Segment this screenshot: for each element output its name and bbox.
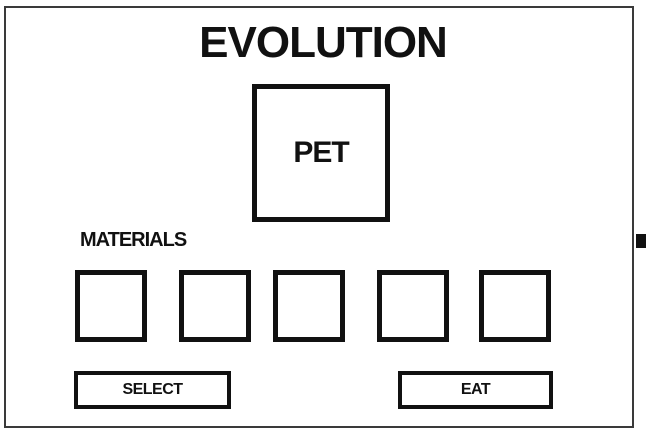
- material-slot-1[interactable]: [75, 270, 147, 342]
- material-slot-4[interactable]: [377, 270, 449, 342]
- eat-button[interactable]: EAT: [398, 371, 553, 409]
- pet-label: PET: [293, 136, 349, 169]
- panel-edge-marker: [636, 234, 646, 248]
- material-slot-3[interactable]: [273, 270, 345, 342]
- pet-display[interactable]: PET: [252, 84, 390, 222]
- page-title: EVOLUTION: [199, 18, 448, 67]
- material-slot-2[interactable]: [179, 270, 251, 342]
- select-button[interactable]: SELECT: [74, 371, 231, 409]
- materials-label: MATERIALS: [80, 229, 187, 251]
- select-button-label: SELECT: [122, 381, 183, 398]
- material-slot-5[interactable]: [479, 270, 551, 342]
- eat-button-label: EAT: [460, 381, 491, 398]
